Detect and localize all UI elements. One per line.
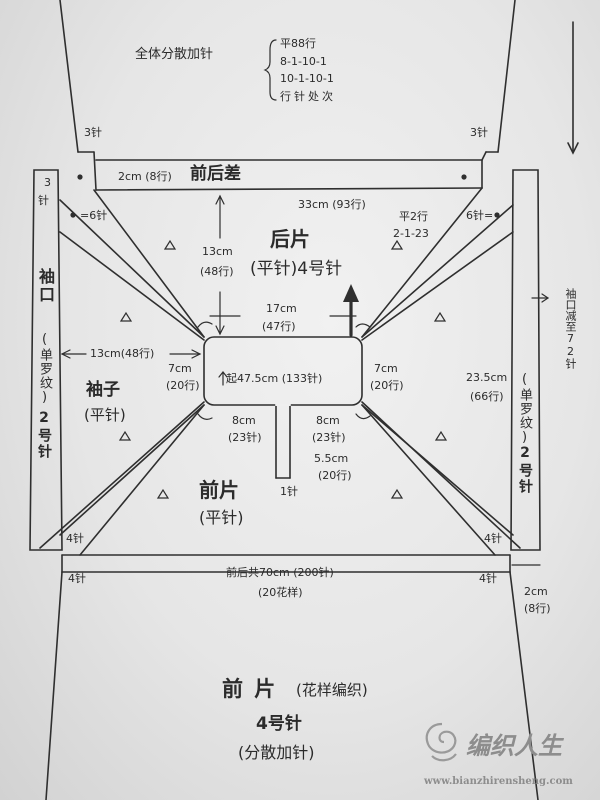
rule-line-4: 行针处次 (280, 90, 336, 103)
eq6-left: =6针 (80, 209, 108, 222)
left-needle: 2号针 (36, 410, 52, 460)
sleeve-stitch: (平针) (84, 406, 126, 424)
neck-bl-rows: (23针) (228, 431, 262, 444)
left-sleeve-cuff (29, 169, 63, 551)
sleeve-name: 袖子 (86, 380, 120, 400)
height-arrow-right (567, 21, 579, 155)
diff-measure: 2cm (8行) (118, 170, 172, 183)
sleeve-four-right: 4针 (484, 532, 502, 545)
triangle-marks (118, 239, 448, 499)
back-piece-name: 后片 (270, 227, 310, 251)
neck-br-rows: (23针) (312, 431, 346, 444)
back-width-measure: 33cm (93行) (298, 198, 366, 211)
neck-bl-width: 8cm (232, 414, 256, 427)
left-cuff-label: 袖口 (36, 268, 55, 304)
watermark-logo-icon (425, 722, 457, 762)
sleeve-length-235-rows: (66行) (470, 390, 504, 403)
sleeve-width-13: 13cm(48行) (90, 347, 155, 360)
sleeve-length-235: 23.5cm (466, 371, 508, 384)
bottom-name: 前 片 (222, 677, 278, 701)
rule-line-2: 8-1-10-1 (280, 55, 327, 68)
cuff-decrease: 袖口减至72针 (564, 288, 577, 369)
back-depth-rows: (48行) (200, 265, 234, 278)
eq6-right: 6针= (466, 209, 494, 222)
front-yoke-name: 前片 (199, 478, 239, 502)
placket-rows: (20行) (318, 469, 352, 482)
top-body-outline (59, 0, 516, 191)
sleeve-four-left: 4针 (66, 532, 84, 545)
arc-marks (197, 321, 371, 420)
neck-side-left-rows: (20行) (166, 379, 200, 392)
one-stitch: 1针 (280, 485, 298, 498)
right-sleeve-cuff (510, 169, 541, 551)
sleeve-top-left-3: 3 (44, 176, 51, 189)
neck-outline (203, 336, 363, 479)
lower-body-outline (45, 554, 539, 800)
bottom-method: (分散加针) (238, 743, 315, 762)
edge-measure: 2cm (524, 585, 548, 598)
sleeve-top-left-zhen: 针 (38, 194, 49, 207)
raglan-lines (39, 187, 521, 556)
back-rule: 2-1-23 (393, 227, 429, 240)
bottom-four-right: 4针 (479, 572, 497, 585)
back-depth: 13cm (202, 245, 233, 258)
bottom-four-left: 4针 (68, 572, 86, 585)
placket-length: 5.5cm (314, 452, 349, 465)
bottom-name-note: (花样编织) (296, 681, 368, 699)
watermark-url: www.bianzhirensheng.com (424, 776, 573, 787)
rule-brace (263, 39, 277, 101)
neck-width: 17cm (266, 302, 297, 315)
neck-side-right-rows: (20行) (370, 379, 404, 392)
watermark-brand: 编织人生 (466, 731, 562, 760)
neck-start: 起47.5cm (133针) (226, 372, 323, 385)
dot-marks (70, 174, 500, 218)
bottom-pattern: (20花样) (258, 586, 303, 599)
right-needle: 2号针 (517, 445, 533, 495)
bottom-total: 前后共70cm (200针) (226, 566, 334, 579)
up-arrow (343, 284, 359, 337)
back-plain-rows: 平2行 (399, 210, 428, 223)
right-cuff-rib: (单罗纹) (517, 372, 532, 446)
neck-side-right: 7cm (374, 362, 398, 375)
neck-width-rows: (47行) (262, 320, 296, 333)
neck-side-left: 7cm (168, 362, 192, 375)
neck-br-width: 8cm (316, 414, 340, 427)
rule-line-1: 平88行 (280, 37, 316, 50)
edge-rows: (8行) (524, 602, 551, 615)
back-corner-left: 3针 (84, 126, 102, 139)
front-yoke-stitch: (平针) (199, 508, 244, 527)
diff-label: 前后差 (190, 164, 241, 184)
top-title: 全体分散加针 (135, 47, 214, 62)
back-piece-stitch: (平针)4号针 (250, 259, 343, 279)
left-cuff-rib: (单罗纹) (37, 332, 52, 406)
bottom-needle: 4号针 (256, 714, 302, 734)
back-corner-right: 3针 (470, 126, 488, 139)
rule-line-3: 10-1-10-1 (280, 72, 334, 85)
